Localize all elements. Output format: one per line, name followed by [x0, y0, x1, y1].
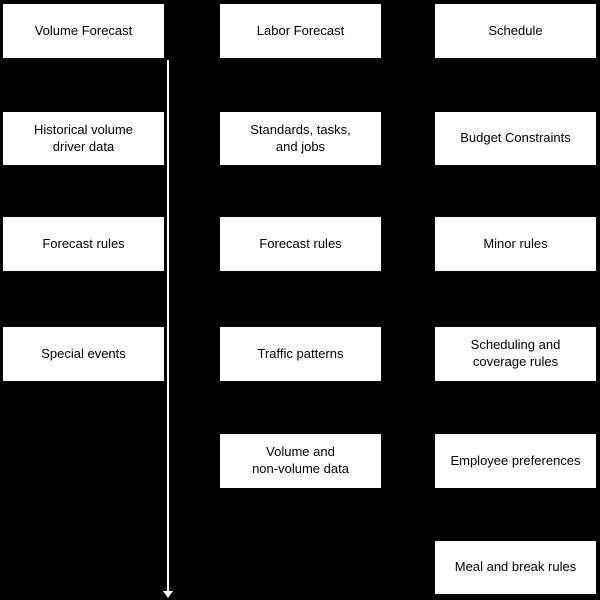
header-box-labor-forecast: Labor Forecast [220, 4, 381, 58]
input-box-labor-forecast-3: Traffic patterns [220, 327, 381, 381]
input-box-labor-forecast-1: Standards, tasks, and jobs [220, 112, 381, 165]
input-box-schedule-4: Employee preferences [435, 434, 596, 488]
input-box-volume-forecast-3: Special events [3, 327, 164, 381]
input-box-schedule-3: Scheduling and coverage rules [435, 327, 596, 381]
input-box-schedule-5: Meal and break rules [435, 541, 596, 594]
header-box-volume-forecast: Volume Forecast [3, 4, 164, 58]
flow-arrow-shaft [167, 60, 169, 593]
input-box-labor-forecast-4: Volume and non-volume data [220, 434, 381, 488]
input-box-schedule-1: Budget Constraints [435, 112, 596, 165]
input-box-labor-forecast-2: Forecast rules [220, 217, 381, 271]
input-box-schedule-2: Minor rules [435, 217, 596, 271]
flow-arrowhead-down-icon [163, 591, 173, 598]
header-box-schedule: Schedule [435, 4, 596, 58]
input-box-volume-forecast-2: Forecast rules [3, 217, 164, 271]
input-box-volume-forecast-1: Historical volume driver data [3, 112, 164, 165]
